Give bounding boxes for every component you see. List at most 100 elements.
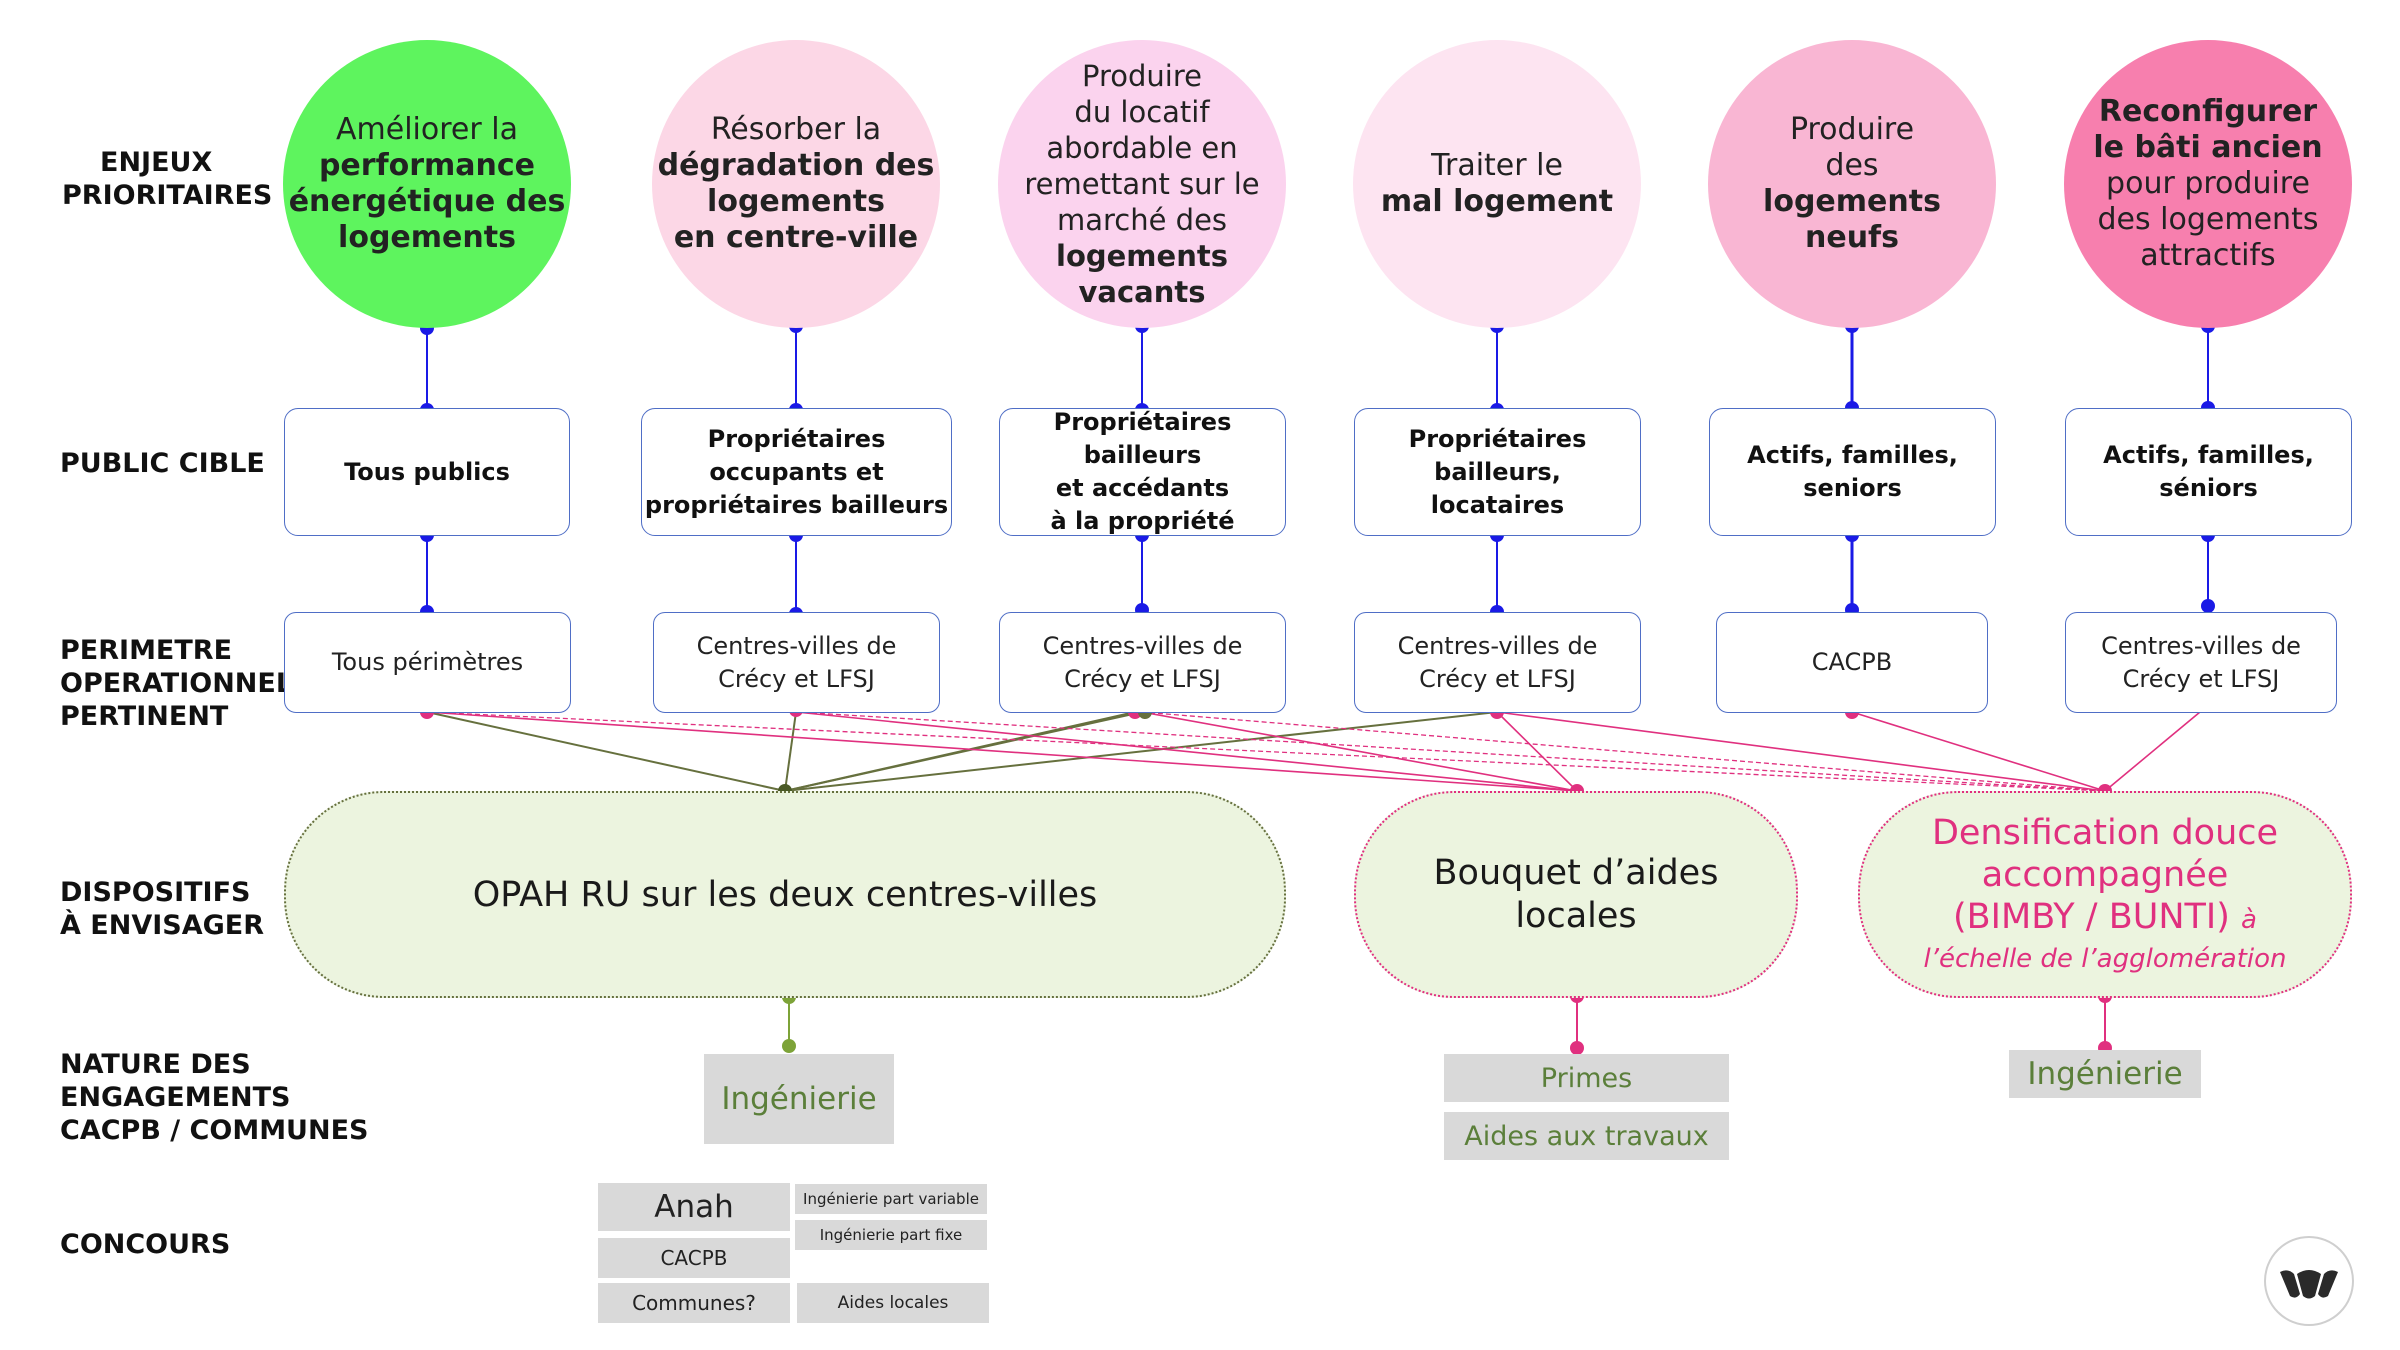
- dispositif-densification-line: Densification douce: [1931, 813, 2279, 853]
- enjeu-line: performance: [318, 148, 536, 183]
- pink-links: [426, 711, 2201, 792]
- dispositif-densification-line: l’échelle de l’agglomération: [1923, 944, 2287, 974]
- dispositif-bouquet-line: locales: [1515, 895, 1637, 936]
- concours-label: Aides locales: [837, 1293, 949, 1313]
- perimetre-line: Crécy et LFSJ: [718, 664, 875, 693]
- enjeu-line: dégradation des: [657, 148, 935, 183]
- public-line: à la propriété: [1050, 507, 1235, 535]
- enjeu-line: mal logement: [1380, 184, 1614, 219]
- link: [1141, 711, 1578, 792]
- row-label-line: OPERATIONNEL: [60, 668, 294, 699]
- concours-label: Ingénierie part variable: [803, 1190, 979, 1208]
- concours-label: Ingénierie part fixe: [819, 1226, 963, 1244]
- concours-label: Anah: [654, 1189, 734, 1225]
- enjeu-line: abordable en: [1046, 131, 1238, 165]
- enjeu-line: neufs: [1805, 220, 1899, 255]
- row-label-line: PUBLIC CIBLE: [60, 448, 265, 479]
- link: [2104, 711, 2201, 792]
- enjeu-line: énergétique des: [288, 184, 566, 219]
- link: [1496, 711, 1578, 792]
- engagement-aides-travaux: Aides aux travaux: [1444, 1112, 1729, 1160]
- link: [784, 711, 797, 792]
- row-label-nature: NATURE DES ENGAGEMENTS CACPB / COMMUNES: [60, 1048, 368, 1147]
- perimetre-line: Crécy et LFSJ: [1419, 664, 1576, 693]
- enjeu-line: logements: [707, 184, 885, 219]
- engagement-label: Primes: [1540, 1062, 1633, 1094]
- perimetre-line: Centres-villes de: [2101, 631, 2301, 660]
- row-label-perimetre: PERIMETRE OPERATIONNEL PERTINENT: [60, 634, 293, 733]
- dispositif-bouquet: Bouquet d’aides locales: [1354, 791, 1798, 998]
- enjeu-line: logements: [1056, 239, 1228, 273]
- enjeu-line: Reconfigurer: [2098, 94, 2318, 129]
- public-line: Propriétaires bailleurs: [1053, 408, 1232, 469]
- logo-icon: [2280, 1270, 2338, 1299]
- row-label-line: PRIORITAIRES: [62, 180, 273, 211]
- public-line: et accédants: [1055, 474, 1230, 502]
- link: [795, 711, 2106, 792]
- link: [426, 711, 1578, 792]
- row-label-line: À ENVISAGER: [60, 910, 265, 941]
- enjeu-line: Produire: [1082, 59, 1202, 93]
- row-label-dispositifs: DISPOSITIFS À ENVISAGER: [60, 876, 264, 942]
- perimetre-box: Centres-villes de Crécy et LFSJ: [2065, 612, 2337, 713]
- enjeu-line: pour produire: [2106, 166, 2310, 201]
- public-line: Actifs, familles,: [1747, 441, 1958, 469]
- engagement-connectors: [788, 996, 2106, 1048]
- dot: [782, 1039, 796, 1053]
- dot: [1570, 1041, 1584, 1055]
- public-box: Actifs, familles, seniors: [1709, 408, 1996, 536]
- public-line: Propriétaires: [707, 424, 886, 453]
- enjeu-line: Produire: [1789, 112, 1915, 147]
- enjeu-line: Améliorer la: [336, 112, 518, 147]
- row-label-line: PERTINENT: [60, 701, 229, 732]
- perimetre-box: Tous périmètres: [284, 612, 571, 713]
- enjeu-line: Traiter le: [1431, 148, 1563, 183]
- olive-links-to-opah: [426, 711, 1498, 792]
- enjeu-line: marché des: [1056, 203, 1228, 237]
- dispositif-densification-row: (BIMBY / BUNTI) à: [1953, 896, 2257, 941]
- enjeu-line: en centre-ville: [673, 220, 919, 255]
- row-label-concours: CONCOURS: [60, 1228, 230, 1261]
- perimetre-box: CACPB: [1716, 612, 1988, 713]
- link: [1851, 711, 2106, 792]
- row-label-line: ENJEUX: [100, 147, 213, 178]
- public-line: occupants et: [709, 457, 884, 486]
- perimetre-line: CACPB: [1811, 648, 1893, 676]
- engagement-primes: Primes: [1444, 1054, 1729, 1102]
- link: [795, 711, 1578, 792]
- link: [784, 711, 1143, 792]
- link: [1496, 711, 2106, 792]
- perimetre-line: Centres-villes de: [1042, 631, 1243, 660]
- public-line: locataires: [1430, 490, 1565, 519]
- dispositif-densification-line: à: [2241, 905, 2257, 935]
- engagement-opah-ingenierie: Ingénierie: [704, 1054, 894, 1144]
- row-label-line: DISPOSITIFS: [60, 877, 251, 908]
- concours-communes: Communes?: [598, 1283, 790, 1323]
- dispositif-densification-line: accompagnée: [1981, 855, 2229, 895]
- public-line: seniors: [1803, 474, 1902, 502]
- concours-anah: Anah: [598, 1183, 790, 1231]
- public-box: Tous publics: [284, 408, 570, 536]
- enjeu-line: le bâti ancien: [2093, 130, 2323, 165]
- enjeu-line: remettant sur le: [1024, 167, 1260, 201]
- public-box: Actifs, familles,séniors: [2065, 408, 2352, 536]
- dispositif-opah-title: OPAH RU sur les deux centres-villes: [472, 874, 1098, 915]
- enjeu-line: vacants: [1078, 275, 1206, 309]
- link: [426, 711, 786, 792]
- dispositif-densification-line: (BIMBY / BUNTI): [1953, 897, 2230, 937]
- row-label-line: ENGAGEMENTS: [60, 1082, 291, 1113]
- perimetre-line: Tous périmètres: [331, 648, 524, 676]
- enjeu-line: des logements: [2097, 202, 2319, 237]
- dispositif-opah: OPAH RU sur les deux centres-villes: [284, 791, 1286, 998]
- concours-label: CACPB: [660, 1246, 728, 1270]
- perimetre-line: Crécy et LFSJ: [2122, 664, 2280, 693]
- public-line: Propriétaires bailleurs,: [1408, 424, 1587, 486]
- row-label-enjeux: ENJEUX PRIORITAIRES: [62, 146, 272, 212]
- engagement-label: Aides aux travaux: [1464, 1120, 1709, 1152]
